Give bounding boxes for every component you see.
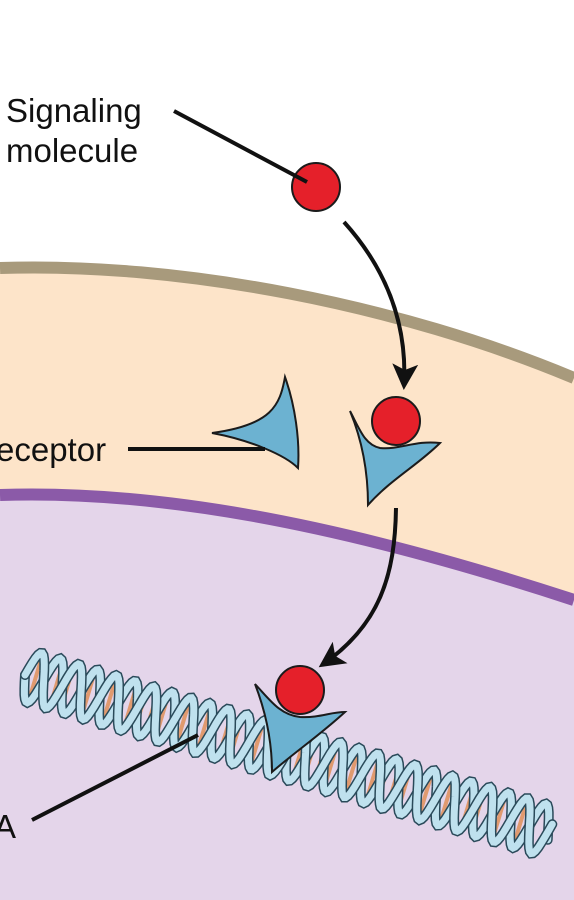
- nuclear-membrane: [0, 488, 574, 606]
- signaling-molecule-bound: [371, 396, 421, 446]
- receptor-bound: [349, 410, 443, 508]
- signaling-molecule-on-dna: [275, 665, 325, 715]
- label-dna: A: [0, 808, 16, 845]
- leader-dna: [31, 733, 199, 822]
- label-signaling-line2: molecule: [6, 132, 138, 169]
- leader-signaling-molecule: [173, 109, 308, 184]
- label-receptor: eceptor: [0, 431, 106, 468]
- label-signaling-line1: Signaling: [6, 92, 142, 129]
- plasma-membrane: [0, 261, 574, 384]
- arrow-to-dna: [318, 507, 398, 668]
- signaling-molecule: [291, 162, 341, 212]
- arrow-to-receptor: [342, 220, 419, 390]
- receptor-free: [211, 373, 300, 471]
- receptor-on-dna: [254, 683, 348, 775]
